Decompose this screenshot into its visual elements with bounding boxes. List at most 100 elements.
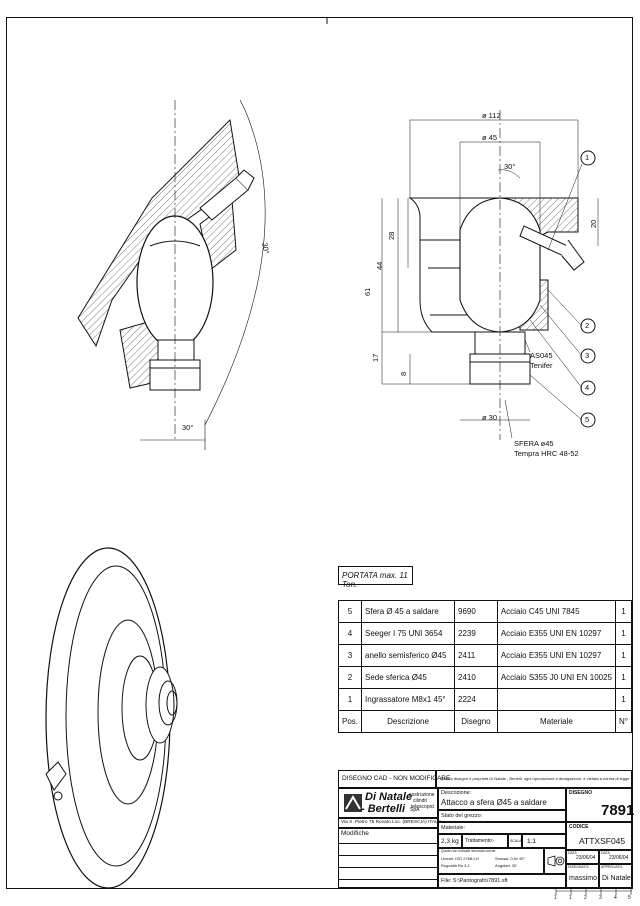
disegnato-cell: DISEGNATO: massimo — [566, 864, 599, 888]
company-tag-1: costruzione — [409, 792, 435, 798]
peso-cell: 2,3 kg — [438, 834, 462, 848]
bom-n: 1 — [615, 600, 632, 623]
dim-h44: 44 — [375, 261, 384, 270]
bom-header-n: N° — [615, 710, 632, 733]
data-cell: DATA 23/06/04 — [566, 850, 599, 864]
company-address: Via S. Pietro 75 Rovato Loc. (BRESCIA) I… — [341, 820, 441, 825]
note-as045: AS045 — [530, 351, 553, 360]
bom-header-pos: Pos. — [337, 710, 363, 733]
bom-pos: 2 — [337, 666, 363, 689]
disegnato-value: massimo — [569, 875, 598, 882]
balloon-5: 5 — [585, 415, 590, 424]
disegno-label: DISEGNO — [569, 790, 593, 796]
balloon-4: 4 — [585, 383, 590, 392]
bom-pos: 3 — [337, 644, 363, 667]
company-tag-2: cilindri — [413, 798, 428, 804]
dim-h20: 20 — [589, 219, 598, 228]
bom-pos: 1 — [337, 688, 363, 711]
bom-materiale: Acciaio C45 UNI 7845 — [496, 600, 617, 623]
descrizione-label: Descrizione: — [441, 790, 472, 796]
bom-header-disegno: Disegno — [454, 710, 498, 733]
bom-pos: 5 — [337, 600, 363, 623]
dim-h17: 17 — [371, 353, 380, 362]
tolerances-cell: Quote non indicate secondo norme Lineari… — [438, 848, 544, 874]
dim-h28: 28 — [387, 231, 396, 240]
scala-label-cell: SCALA — [508, 834, 522, 848]
approvato-cell: APPROVATO: Di Natale — [599, 864, 632, 888]
modifiche-label: Modifiche — [341, 830, 369, 837]
quote-rugosita: Rugosità Ra 3,2 — [441, 863, 470, 868]
data-label: DATA — [568, 851, 577, 855]
bom-row: 1 Ingrassatore M8x1 45° 2224 1 — [337, 688, 632, 711]
scale-mark-5: 5 — [628, 895, 631, 901]
disegno-number-cell: DISEGNO 7891 — [566, 788, 635, 822]
scala-value-cell: 1:1 — [522, 834, 566, 848]
balloon-1: 1 — [585, 153, 590, 162]
quote-lineari: Lineari: ISO 2768-f-H — [441, 856, 479, 861]
company-tag-3: telescopici — [411, 804, 435, 810]
dim-h61: 61 — [363, 287, 372, 296]
bom-header-descr: Descrizione — [361, 710, 456, 733]
dim-angle-30-top: 30° — [504, 162, 516, 171]
dim-d45: ø 45 — [482, 133, 498, 142]
bom-pos: 4 — [337, 622, 363, 645]
bom-descr: Sede sferica Ø45 — [361, 666, 456, 689]
property-notice: Questo disegno è proprietà Di Natale - B… — [440, 776, 630, 781]
descrizione-value: Attacco a sfera Ø45 a saldare — [441, 798, 547, 807]
bom-materiale: Acciaio E355 UNI EN 10297 — [496, 622, 617, 645]
bom-disegno: 2239 — [454, 622, 498, 645]
cad-notice-cell: DISEGNO CAD - NON MODIFICARE — [338, 770, 450, 788]
dim-angle-30-arc: 30° — [260, 241, 271, 255]
dim-d112: ø 112 — [482, 111, 501, 120]
tilted-section-view — [77, 99, 266, 450]
materiale-cell: Materiale: — [438, 822, 566, 834]
bom-descr: Ingrassatore M8x1 45° — [361, 688, 456, 711]
scale-bar — [555, 888, 632, 895]
bom-materiale: Acciaio S355 J0 UNI EN 10025 — [496, 666, 617, 689]
load-capacity-label: PORTATA max. — [342, 571, 398, 580]
descrizione-cell: Descrizione: Attacco a sfera Ø45 a salda… — [438, 788, 566, 810]
stato-grezzo-label: Stato del grezzo: — [441, 813, 483, 819]
dim-d30: ø 30 — [482, 413, 498, 422]
company-name-1: Di Natale — [365, 791, 413, 803]
peso-value: 2,3 kg — [441, 838, 459, 845]
modifiche-cell: Modifiche — [338, 828, 438, 888]
scale-mark-1: 1 — [569, 895, 572, 901]
company-name-2: - Bertelli — [361, 803, 406, 815]
front-section-view — [381, 110, 599, 440]
bom-disegno: 2410 — [454, 666, 498, 689]
company-suffix: SpA — [410, 807, 420, 813]
bom-n: 1 — [615, 666, 632, 689]
bom-n: 1 — [615, 688, 632, 711]
address-cell: Via S. Pietro 75 Rovato Loc. (BRESCIA) I… — [338, 818, 441, 828]
bom-descr: anello semisferico Ø45 — [361, 644, 456, 667]
load-capacity-box: PORTATA max. 11 Ton. — [338, 566, 413, 589]
file-path-cell: File: S:\Pantografo\7891.sft — [438, 874, 566, 888]
bom-row: 3 anello semisferico Ø45 2411 Acciaio E3… — [337, 644, 632, 667]
data2-cell: DATA 23/06/04 — [599, 850, 632, 864]
disegnato-label: DISEGNATO: — [568, 865, 590, 869]
stato-grezzo-cell: Stato del grezzo: — [438, 810, 566, 822]
cad-notice: DISEGNO CAD - NON MODIFICARE — [342, 775, 451, 782]
bom-disegno: 2224 — [454, 688, 498, 711]
bom-header: Pos. Descrizione Disegno Materiale N° — [337, 710, 632, 733]
approvato-label: APPROVATO: — [601, 865, 624, 869]
quote-label: Quote non indicate secondo norme — [441, 849, 496, 853]
bom-row: 5 Sfera Ø 45 a saldare 9690 Acciaio C45 … — [337, 600, 632, 623]
projection-symbol-cell — [544, 848, 566, 874]
scale-mark-2: 2 — [584, 895, 587, 901]
disegno-number: 7891 — [601, 802, 635, 819]
bill-of-materials: 5 Sfera Ø 45 a saldare 9690 Acciaio C45 … — [337, 600, 632, 733]
codice-label: CODICE — [569, 824, 589, 830]
balloon-2: 2 — [585, 321, 590, 330]
balloon-3: 3 — [585, 351, 590, 360]
data2-label: DATA — [601, 851, 610, 855]
scale-mark-3: 3 — [599, 895, 602, 901]
bom-materiale: Acciaio E355 UNI EN 10297 — [496, 644, 617, 667]
trattamento-label: Trattamento:- — [465, 838, 495, 844]
codice-value: ATTXSF045 — [579, 836, 626, 846]
materiale-label: Materiale: — [441, 825, 466, 831]
company-logo-icon — [344, 794, 362, 812]
scale-mark-0: 1 — [554, 895, 557, 901]
note-tempra: Tempra HRC 48-52 — [514, 449, 579, 458]
